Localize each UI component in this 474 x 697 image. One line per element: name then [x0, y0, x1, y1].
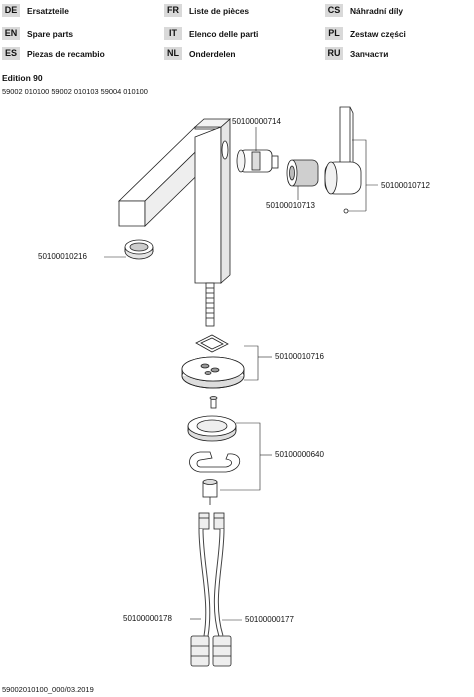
- lang-label: Piezas de recambio: [27, 48, 105, 59]
- lang-ru: RU Запчасти: [325, 47, 388, 60]
- lang-code: IT: [164, 27, 182, 40]
- aerator: [124, 239, 154, 260]
- lang-es: ES Piezas de recambio: [2, 47, 105, 60]
- lever-handle: [324, 106, 362, 214]
- lang-label: Ersatzteile: [27, 5, 69, 16]
- part-number-aerator: 50100010216: [38, 252, 87, 261]
- cartridge: [236, 149, 279, 173]
- screw: [209, 396, 218, 409]
- adapter-ring: [286, 159, 319, 187]
- document-footer: 59002010100_000/03.2019: [2, 685, 94, 694]
- part-number-cartridge: 50100000714: [232, 117, 281, 126]
- edition-title: Edition 90: [2, 73, 43, 83]
- lang-fr: FR Liste de pièces: [164, 4, 249, 17]
- lang-code: PL: [325, 27, 343, 40]
- lang-label: Spare parts: [27, 28, 74, 39]
- part-number-adapter: 50100010713: [266, 201, 315, 210]
- faucet-body: [118, 118, 232, 284]
- supply-hoses: [190, 512, 232, 667]
- gasket: [195, 334, 229, 353]
- washer-ring: [187, 415, 237, 442]
- model-numbers: 59002 010100 59002 010103 59004 010100: [2, 87, 148, 96]
- lang-pl: PL Zestaw części: [325, 27, 406, 40]
- threaded-rod: [205, 282, 215, 327]
- lang-label: Náhradní díly: [350, 5, 404, 16]
- part-number-mounting-set: 50100000640: [275, 450, 324, 459]
- horseshoe-plate: [189, 451, 241, 473]
- lang-code: FR: [164, 4, 182, 17]
- lang-nl: NL Onderdelen: [164, 47, 236, 60]
- lang-cs: CS Náhradní díly: [325, 4, 403, 17]
- lang-code: CS: [325, 4, 343, 17]
- part-number-base-plate: 50100010716: [275, 352, 324, 361]
- lang-code: EN: [2, 27, 20, 40]
- lang-de: DE Ersatzteile: [2, 4, 69, 17]
- lang-label: Liste de pièces: [189, 5, 250, 16]
- lang-code: NL: [164, 47, 182, 60]
- lang-label: Zestaw części: [350, 28, 406, 39]
- lang-code: DE: [2, 4, 20, 17]
- lang-code: RU: [325, 47, 343, 60]
- part-number-hose-left: 50100000178: [123, 614, 172, 623]
- part-number-hose-right: 50100000177: [245, 615, 294, 624]
- leader-lines: [104, 127, 378, 621]
- lang-label: Onderdelen: [189, 48, 236, 59]
- base-plate: [181, 356, 245, 389]
- lang-it: IT Elenco delle parti: [164, 27, 258, 40]
- lang-label: Elenco delle parti: [189, 28, 259, 39]
- lang-en: EN Spare parts: [2, 27, 73, 40]
- lang-code: ES: [2, 47, 20, 60]
- sleeve-nut: [202, 479, 218, 505]
- part-number-handle: 50100010712: [381, 181, 430, 190]
- lang-label: Запчасти: [350, 48, 389, 59]
